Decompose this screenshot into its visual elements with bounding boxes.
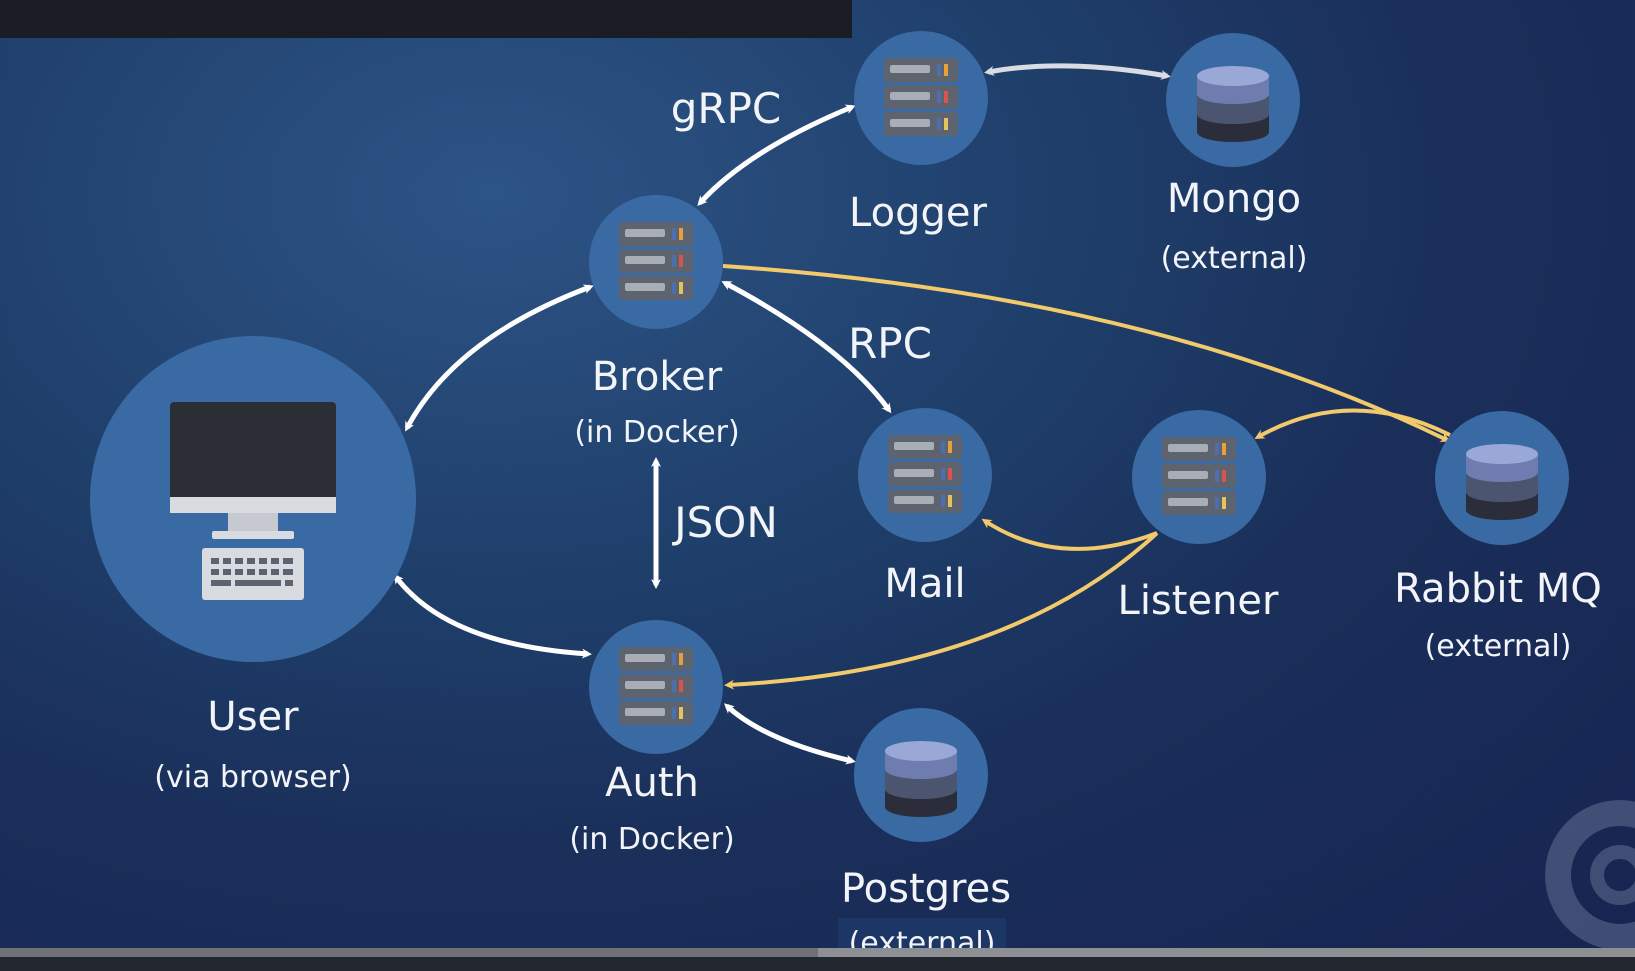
logger-node — [854, 31, 988, 165]
database-icon — [1466, 444, 1538, 520]
rabbitmq-sublabel: (external) — [1424, 629, 1572, 664]
auth-label: Auth — [605, 760, 699, 806]
user-node — [90, 336, 416, 662]
server-rack-icon — [619, 222, 693, 300]
desktop-computer-icon — [170, 402, 336, 600]
listener-label: Listener — [1117, 578, 1279, 624]
listener-mail-arrow — [981, 518, 1158, 551]
auth-postgres-arrow — [724, 703, 856, 765]
server-rack-icon — [619, 647, 693, 725]
broker-mail-arrow — [721, 280, 892, 414]
json-label: JSON — [674, 498, 778, 547]
user-broker-arrow — [404, 284, 594, 432]
grpc-label: gRPC — [670, 84, 782, 133]
postgres-node — [854, 708, 988, 842]
mail-node — [858, 408, 992, 542]
rabbitmq-node — [1435, 411, 1569, 545]
rpc-label: RPC — [848, 319, 932, 368]
server-rack-icon — [1162, 437, 1236, 515]
broker-node — [589, 195, 723, 329]
rabbitmq-listener-arrow — [1254, 408, 1451, 439]
mongo-label: Mongo — [1166, 176, 1302, 222]
video-progress-bar[interactable] — [0, 948, 1635, 957]
logger-label: Logger — [849, 190, 987, 236]
video-bottom-strip — [0, 957, 1635, 971]
video-top-bar — [0, 0, 852, 38]
user-sublabel: (via browser) — [154, 760, 352, 795]
rabbitmq-label: Rabbit MQ — [1394, 566, 1602, 612]
mongo-sublabel: (external) — [1160, 241, 1308, 276]
mail-label: Mail — [884, 561, 966, 607]
broker-rabbitmq-arrow — [722, 264, 1451, 442]
mongo-node — [1166, 33, 1300, 167]
user-label: User — [207, 694, 299, 740]
broker-logger-arrow — [697, 104, 856, 206]
video-progress-fill — [0, 948, 818, 957]
auth-node — [589, 620, 723, 754]
logger-mongo-arrow — [984, 63, 1171, 80]
broker-label: Broker — [591, 354, 723, 400]
database-icon — [885, 741, 957, 817]
user-auth-arrow — [393, 573, 592, 659]
postgres-label: Postgres — [840, 866, 1012, 912]
listener-auth-arrow — [724, 531, 1159, 690]
server-rack-icon — [884, 58, 958, 136]
server-rack-icon — [888, 435, 962, 513]
database-icon — [1197, 66, 1269, 142]
broker-sublabel: (in Docker) — [574, 415, 740, 450]
auth-sublabel: (in Docker) — [569, 822, 735, 857]
listener-node — [1132, 410, 1266, 544]
